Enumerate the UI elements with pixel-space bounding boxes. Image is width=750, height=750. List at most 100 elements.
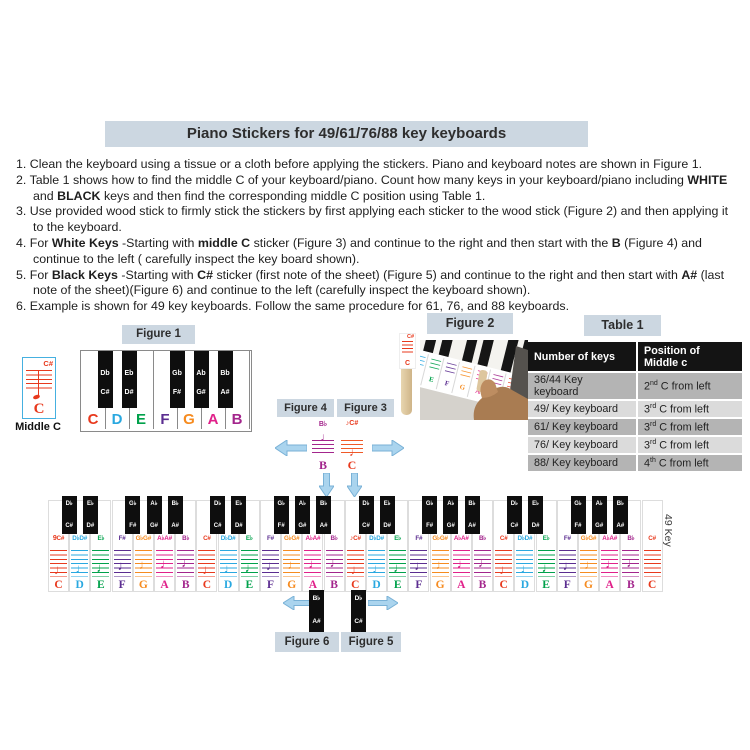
cell-number-of-keys: 76/ Key keyboard: [528, 437, 636, 453]
middle-c-caption: Middle C: [15, 421, 61, 433]
staff-lines-icon: ♩: [240, 550, 258, 577]
quarter-note-icon: ♩: [541, 559, 555, 575]
strip-key-top-label: E♭: [97, 535, 105, 542]
black-key-label: D#: [234, 523, 243, 529]
black-sticker-flat: D♭: [354, 595, 363, 602]
quarter-note-icon: ♩: [520, 560, 534, 576]
svg-text:E: E: [428, 375, 435, 384]
strip-key-letter: D: [520, 579, 530, 591]
strip-key-letter: C: [54, 579, 63, 591]
staff-lines-icon: ♩: [341, 440, 363, 458]
quarter-note-icon: ♩: [308, 556, 322, 571]
black-key-label: F#: [574, 523, 582, 529]
strip-key-letter: F: [118, 579, 126, 591]
staff-lines-icon: ♩: [304, 550, 322, 577]
figure1-key-letter: C: [87, 411, 99, 428]
cell-middle-c-position: 2nd C from left: [638, 373, 742, 399]
staff-lines-icon: ♩: [325, 550, 343, 577]
black-key-label: A#: [468, 523, 476, 529]
staff-lines-icon: ♩: [452, 550, 470, 577]
black-key-label: E♭: [235, 501, 243, 507]
staff-lines-icon: ♩: [219, 550, 237, 577]
black-key-label: A♭: [447, 501, 455, 507]
arrow-left-icon: [275, 440, 307, 456]
instruction-item-3: 3. Use provided wood stick to firmly sti…: [16, 204, 729, 235]
quarter-note-icon: ♩: [287, 557, 301, 573]
quarter-note-icon: ♩: [160, 556, 173, 571]
black-key-label: Ab: [196, 370, 206, 377]
bass-clef-icon: 9: [52, 535, 57, 542]
black-key-label: F#: [172, 389, 182, 396]
staff-lines-icon: ♩: [410, 550, 428, 577]
stick-sticker-letter: C: [404, 360, 411, 367]
black-key-label: G#: [298, 523, 307, 529]
instruction-item-6: 6. Example is shown for 49 key keyboards…: [16, 299, 570, 314]
strip-key-letter: C: [351, 579, 360, 591]
strip-side-label: 49 Key: [662, 514, 674, 547]
quarter-note-icon: ♩: [626, 554, 640, 570]
strip-black-key-oct3-G#: A♭G#: [443, 496, 459, 534]
middle-c-sharp-label: C#: [43, 359, 53, 368]
strip-key-letter: E: [542, 579, 550, 591]
strip-black-key-oct4-A#: B♭A#: [612, 496, 628, 534]
black-key-label: A♭: [298, 501, 306, 507]
figure1-white-key-E: E: [129, 351, 154, 429]
cell-middle-c-position: 3rd C from left: [638, 437, 742, 453]
staff-lines-icon: ♩: [580, 550, 597, 577]
black-key-label: F#: [277, 523, 285, 529]
strip-key-top-label: A♭A#: [602, 535, 618, 542]
black-key-label: Gb: [172, 370, 182, 377]
black-key-label: Db: [100, 370, 110, 377]
figure1-key-letter: G: [183, 411, 195, 428]
figure1-label: Figure 1: [122, 325, 195, 344]
black-key-label: A♭: [595, 501, 603, 507]
stick-sticker-sharp: C#: [406, 334, 414, 340]
strip-key-top-label: A♭A#: [305, 535, 321, 542]
note-head-icon: [32, 394, 41, 400]
black-key-label: G♭: [425, 501, 434, 507]
quarter-note-icon: ♩: [372, 560, 385, 576]
staff-lines-icon: [26, 370, 52, 392]
strip-key-top-label: G♭G#: [283, 535, 300, 542]
strip-key-letter: G: [138, 579, 148, 591]
strip-key-letter: G: [584, 579, 593, 591]
strip-key-top-label: B♭: [627, 535, 635, 542]
black-key-label: A#: [171, 523, 180, 529]
strip-black-key-oct3-C#: D♭C#: [358, 496, 374, 534]
strip-key-top-label: F#: [415, 535, 423, 542]
table1-label: Table 1: [584, 315, 661, 336]
figure6-label: Figure 6: [275, 632, 339, 652]
black-key-label: A#: [319, 523, 328, 529]
strip-black-key-oct1-G#: A♭G#: [146, 496, 162, 534]
strip-key-top-label: A♭A#: [453, 535, 469, 542]
treble-clef-icon: ♪: [349, 535, 354, 542]
staff-lines-icon: ♩: [346, 550, 364, 577]
black-key-label: B♭: [616, 501, 624, 507]
strip-key-top-label: A♭A#: [157, 535, 172, 542]
strip-black-key-oct1-F#: G♭F#: [125, 496, 141, 534]
arrow-right-icon: [368, 596, 398, 610]
strip-key-letter: A: [457, 579, 466, 591]
black-key-label: D♭: [362, 501, 370, 507]
strip-black-key-oct3-F#: G♭F#: [422, 496, 438, 534]
strip-key-top-label: E♭: [542, 535, 550, 542]
cell-middle-c-position: 3rd C from left: [638, 401, 742, 417]
figure5-black-sticker: D♭ C#: [351, 590, 366, 632]
figure1-key-letter: F: [160, 411, 170, 428]
wood-stick-body: [401, 335, 412, 415]
figure1-key-letter: B: [231, 411, 243, 428]
strip-white-key-29-C: C#C: [641, 500, 663, 592]
black-key-label: D#: [86, 523, 95, 529]
staff-lines-icon: ♩: [92, 550, 110, 577]
quarter-note-icon: ♩: [181, 554, 195, 570]
strip-key-top-label: C#: [648, 535, 656, 542]
strip-key-letter: B: [627, 579, 635, 591]
strip-key-letter: D: [75, 579, 84, 591]
black-key-label: F#: [129, 523, 137, 529]
strip-black-key-oct4-C#: D♭C#: [506, 496, 522, 534]
